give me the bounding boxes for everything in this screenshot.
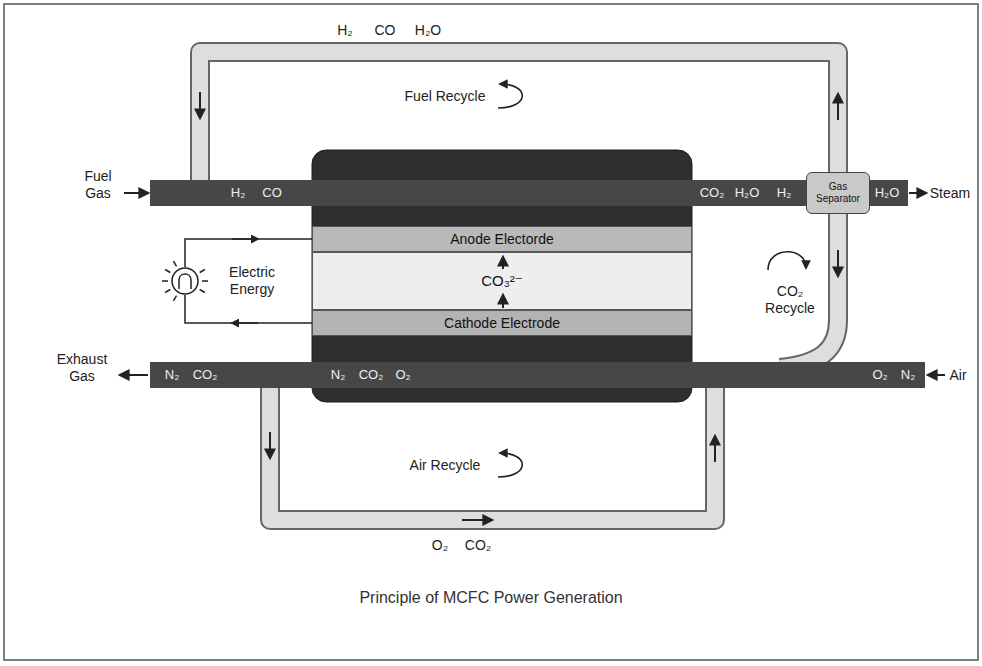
gas-species-label: N₂ (331, 367, 345, 383)
gas-species-label: H₂O (875, 185, 900, 201)
flow-arrow (462, 519, 492, 521)
lamp-ray (165, 270, 170, 273)
flow-arrow (199, 92, 201, 118)
node-text: Gas Separator (812, 181, 864, 205)
lamp-ray (165, 290, 170, 293)
lamp-ray (162, 280, 168, 282)
flow-arrow (269, 432, 271, 458)
gas-species-label: CO₂ (465, 537, 491, 554)
lamp-ray (200, 270, 205, 273)
current-arrow (232, 322, 258, 324)
gas-species-label: O₂ (395, 367, 410, 383)
gas-species-label: O₂ (872, 367, 887, 383)
outlet-arrow (909, 192, 926, 194)
node-text: Cathode Electrode (444, 315, 560, 332)
recycle-arrow (498, 453, 522, 477)
air-band (150, 362, 925, 388)
gas-species-label: H₂ (231, 185, 245, 201)
lamp-ray (174, 296, 177, 301)
outlet-label: Exhaust Gas (49, 351, 115, 385)
frame (4, 4, 978, 660)
outlet-label: Steam (930, 185, 970, 202)
inlet-arrow (124, 192, 148, 194)
inlet-label: Fuel Gas (73, 168, 123, 202)
ion-arrow (502, 257, 504, 269)
loop-label: CO₂ Recycle (759, 283, 821, 317)
gas-species-label: H₂ (337, 22, 353, 39)
lamp-symbol (172, 268, 198, 294)
gas-species-label: H₂O (735, 185, 760, 201)
steam-band (868, 180, 908, 206)
gas-species-label: CO₂ (700, 185, 725, 201)
recycle-arrow (768, 252, 806, 270)
gas-species-label: H₂O (415, 22, 441, 39)
current-arrow (232, 238, 258, 240)
circuit-wire (185, 239, 312, 267)
gas-species-label: H₂ (777, 185, 791, 201)
lamp-ray (202, 280, 208, 282)
flow-arrow (837, 250, 839, 276)
lamp-filament (179, 274, 191, 289)
gas-separator-box: Gas Separator (806, 172, 870, 214)
cathode-electrode-band: Cathode Electrode (312, 310, 692, 336)
gas-species-label: CO₂ (359, 367, 384, 383)
gas-species-label: CO (375, 22, 396, 39)
node-text: Anode Electorde (450, 231, 554, 248)
gas-species-label: O₂ (432, 537, 448, 554)
outlet-arrow (120, 374, 148, 376)
recycle-arrow (498, 84, 522, 108)
fuel-gas-band (150, 180, 808, 206)
power-label: Electric Energy (217, 264, 287, 298)
inlet-label: Air (949, 367, 966, 384)
flow-arrow (714, 436, 716, 462)
gas-species-label: N₂ (165, 367, 179, 383)
gas-species-label: CO₂ (193, 367, 218, 383)
gas-species-label: N₂ (901, 367, 915, 383)
flow-arrow (837, 94, 839, 120)
inlet-arrow (928, 374, 945, 376)
gas-species-label: CO (262, 185, 282, 201)
loop-label: Air Recycle (410, 457, 481, 474)
caption: Principle of MCFC Power Generation (359, 588, 622, 607)
lamp-ray (200, 290, 205, 293)
loop-label: Fuel Recycle (405, 88, 486, 105)
ion-arrow (502, 295, 504, 308)
anode-electrode-band: Anode Electorde (312, 226, 692, 252)
electrolyte-band: CO₃²⁻ (312, 252, 692, 310)
node-text: CO₃²⁻ (481, 272, 523, 290)
lamp-ray (174, 261, 177, 266)
circuit-wire (185, 295, 312, 323)
